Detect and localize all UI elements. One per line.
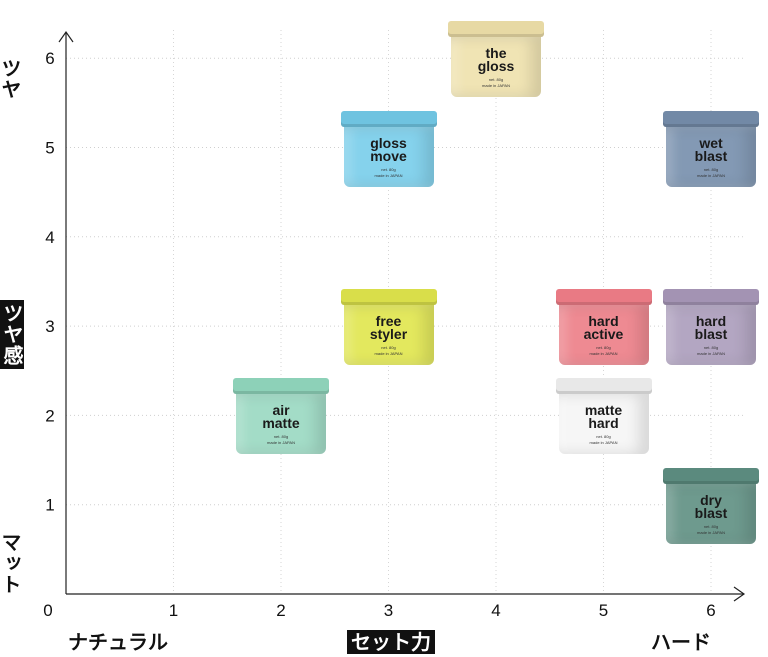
jar-lid <box>663 467 759 484</box>
x-tick-label: 5 <box>599 601 608 620</box>
xlabel-right: ハード <box>651 630 711 654</box>
x-tick-label: 2 <box>276 601 285 620</box>
y-tick-label: 6 <box>45 49 54 68</box>
y-tick-label: 5 <box>45 139 54 158</box>
y-tick-label: 2 <box>45 406 54 425</box>
tick-labels: 0 1 2 3 4 5 6 1 2 3 4 5 6 <box>43 49 715 620</box>
ylabel-bottom: マット <box>0 532 22 595</box>
y-tick-label: 4 <box>45 228 54 247</box>
x-tick-label: 3 <box>384 601 393 620</box>
jar-lid <box>340 289 437 306</box>
xlabel-left: ナチュラル <box>68 630 168 654</box>
jar-lid <box>448 21 544 38</box>
jar-lid <box>233 378 329 395</box>
x-tick-label: 6 <box>706 601 715 620</box>
xlabel-center: セット力 <box>347 630 435 654</box>
y-axis-arrow <box>58 30 74 43</box>
jar-lid <box>663 110 759 127</box>
x-tick-label: 4 <box>491 601 500 620</box>
y-tick-label: 3 <box>45 317 54 336</box>
x-tick-label: 1 <box>169 601 178 620</box>
y-tick-label: 1 <box>45 496 54 515</box>
axes <box>58 30 746 602</box>
jar-lid <box>555 289 652 306</box>
jar-lid <box>555 378 652 395</box>
ylabel-center: ツヤ感 <box>0 300 24 369</box>
x-tick-label: 0 <box>43 601 52 620</box>
jar-lid <box>340 110 437 127</box>
jar-lid <box>663 289 759 306</box>
x-axis-arrow <box>733 586 746 602</box>
ylabel-top: ツヤ <box>0 58 22 100</box>
